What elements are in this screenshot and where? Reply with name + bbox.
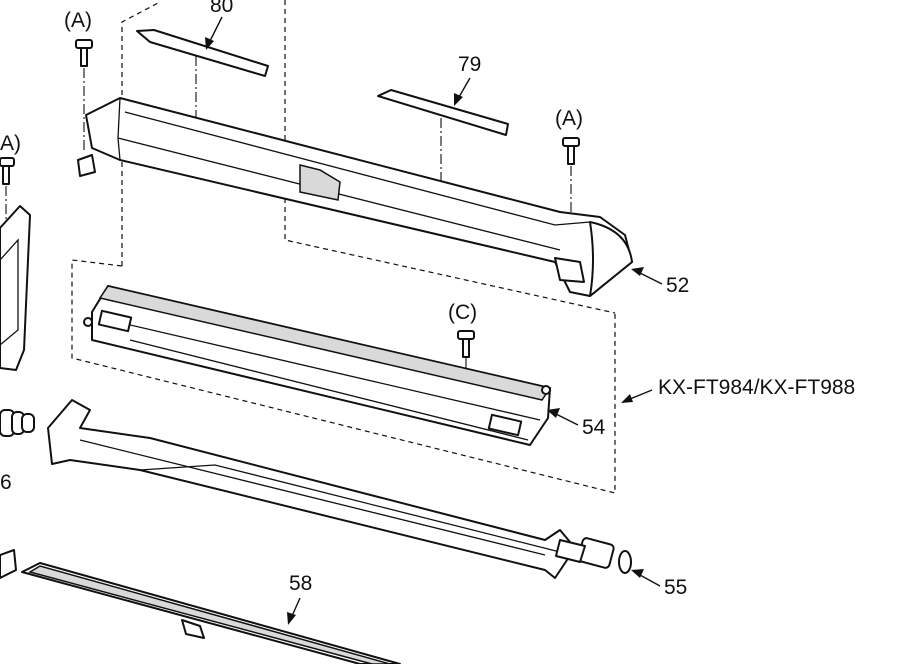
label-screw-c: (C) (448, 301, 477, 324)
leader-55 (631, 569, 661, 587)
top-cover-52 (77, 97, 633, 297)
label-strip-80-body (136, 29, 269, 77)
label-model-note: KX-FT984/KX-FT988 (658, 376, 855, 399)
assembly-boundary-top (121, 0, 616, 314)
label-part-55: 55 (664, 576, 687, 599)
label-part-80: 80 (210, 0, 233, 17)
label-strip-79 (377, 89, 509, 136)
label-screw-a-top-left: (A) (64, 9, 92, 32)
label-screw-a-right: (A) (555, 107, 583, 130)
label-screw-a-left: A) (0, 132, 21, 155)
roller-assembly-55 (47, 399, 632, 579)
label-part-79: 79 (458, 53, 481, 76)
leader-52 (631, 267, 663, 285)
label-part-54: 54 (582, 416, 606, 439)
leader-54 (547, 408, 579, 426)
leader-79 (454, 77, 471, 106)
screw-a-top-left (75, 39, 93, 150)
leader-model-note (621, 389, 653, 403)
spring-56-partial (0, 409, 35, 437)
assembly-boundary-kx-ft984 (71, 259, 616, 494)
scanner-unit-54 (83, 285, 552, 446)
label-part-56-partial: 6 (0, 471, 12, 494)
label-part-52: 52 (666, 274, 689, 297)
leader-80 (205, 16, 223, 50)
clip-partial (0, 549, 17, 579)
leader-58 (287, 597, 301, 625)
guide-rail-58 (21, 562, 401, 664)
side-bracket-partial (0, 205, 31, 371)
label-part-58: 58 (289, 572, 312, 595)
